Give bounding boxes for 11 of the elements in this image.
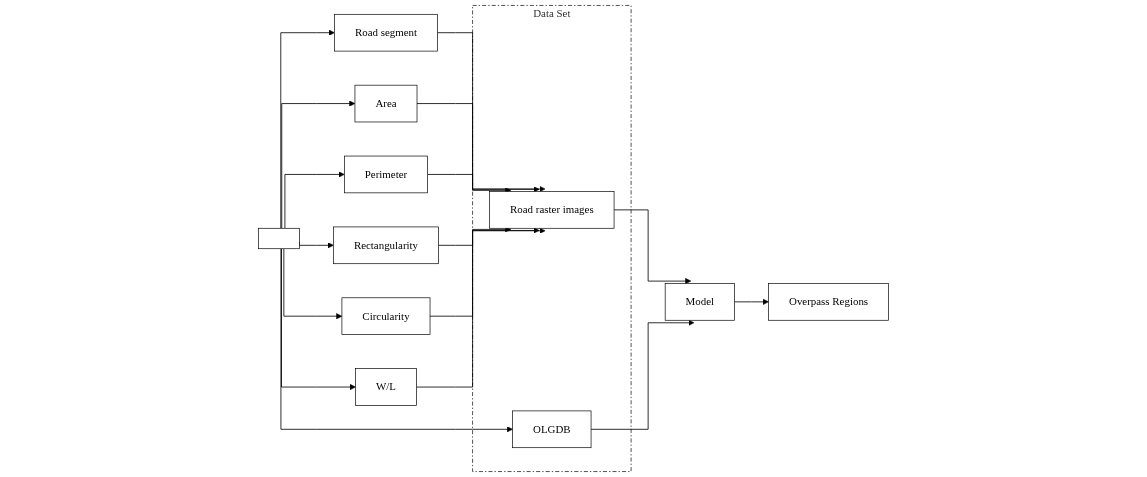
node-box [258, 227, 300, 250]
node-box: Road segment [334, 13, 438, 52]
node-box: Overpass Regions [768, 283, 889, 321]
node-box: W/L [355, 368, 417, 406]
node-box: OLGDB [512, 410, 592, 449]
node-box: Model [664, 283, 735, 321]
node-box: Road raster images [489, 191, 615, 229]
node-box: Circularity [341, 297, 431, 335]
node-box: Perimeter [344, 155, 428, 194]
node-box: Rectangularity [333, 226, 439, 265]
node-box: Area [354, 84, 418, 123]
